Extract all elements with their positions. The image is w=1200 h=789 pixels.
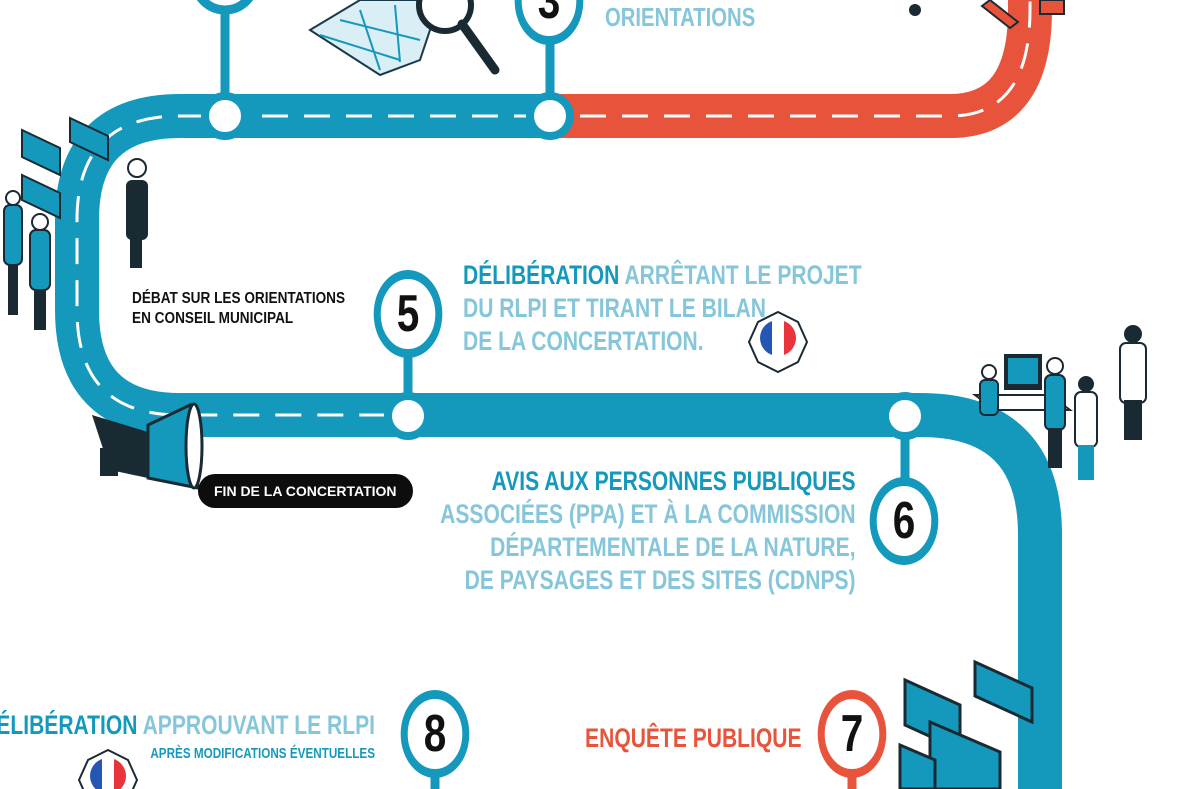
road-dashes-upper [75, 114, 540, 417]
step-8-line-1: APPROUVANT LE RLPI [137, 710, 375, 740]
step-8-line-2: APRÈS MODIFICATIONS ÉVENTUELLES [150, 745, 375, 763]
step-6-label: AVIS AUX PERSONNES PUBLIQUES ASSOCIÉES (… [441, 465, 856, 597]
step-6-line-1: AVIS AUX PERSONNES PUBLIQUES [492, 466, 856, 496]
french-flag-badge-icon-2 [77, 748, 139, 789]
magnifier-icon [416, 0, 500, 75]
step-6-line-2: ASSOCIÉES (PPA) ET À LA COMMISSION [440, 498, 856, 529]
step-6-line-3: DÉPARTEMENTALE DE LA NATURE, [490, 531, 856, 562]
office-workers-icon [972, 325, 1147, 480]
road-blue-lower [180, 393, 1062, 789]
french-flag-badge-icon [747, 310, 809, 374]
step-3-label: ORIENTATIONS [605, 2, 756, 32]
road [55, 0, 1062, 789]
debat-line-2: EN CONSEIL MUNICIPAL [132, 310, 294, 327]
step-5-line-1: ARRÊTANT LE PROJET [619, 260, 862, 290]
debat-label: DÉBAT SUR LES ORIENTATIONS EN CONSEIL MU… [132, 289, 345, 329]
step-8-label: DÉLIBÉRATION APPROUVANT LE RLPI APRÈS MO… [0, 710, 375, 762]
step-5-line-2: DU RLPI ET TIRANT LE BILAN [463, 292, 767, 323]
step-5-label: DÉLIBÉRATION ARRÊTANT LE PROJET DU RLPI … [463, 259, 862, 358]
map-illustration [308, 0, 442, 77]
red-object-illustration [909, 0, 1065, 30]
badge-partial-top-left [196, 0, 254, 15]
speech-bubbles-bottom-icon [898, 659, 1034, 789]
speech-bubbles-icon [21, 116, 109, 220]
people-group-icon [3, 158, 148, 330]
step-7-label: ENQUÊTE PUBLIQUE [585, 723, 802, 753]
step-5-badge: 5 [373, 270, 443, 358]
step-6-badge: 6 [869, 477, 939, 565]
debat-line-1: DÉBAT SUR LES ORIENTATIONS [132, 290, 346, 307]
step-6-line-4: DE PAYSAGES ET DES SITES (CDNPS) [465, 564, 856, 595]
step-5-highlight: DÉLIBÉRATION [463, 260, 620, 290]
step-5-line-3: DE LA CONCERTATION. [463, 325, 704, 356]
road-red-dashes [580, 0, 1032, 118]
step-7-badge: 7 [817, 690, 887, 778]
step-8-badge: 8 [400, 690, 470, 778]
step-8-highlight: DÉLIBÉRATION [0, 710, 138, 740]
fin-concertation-pill: FIN DE LA CONCERTATION [198, 474, 413, 508]
road-nodes [201, 92, 929, 440]
